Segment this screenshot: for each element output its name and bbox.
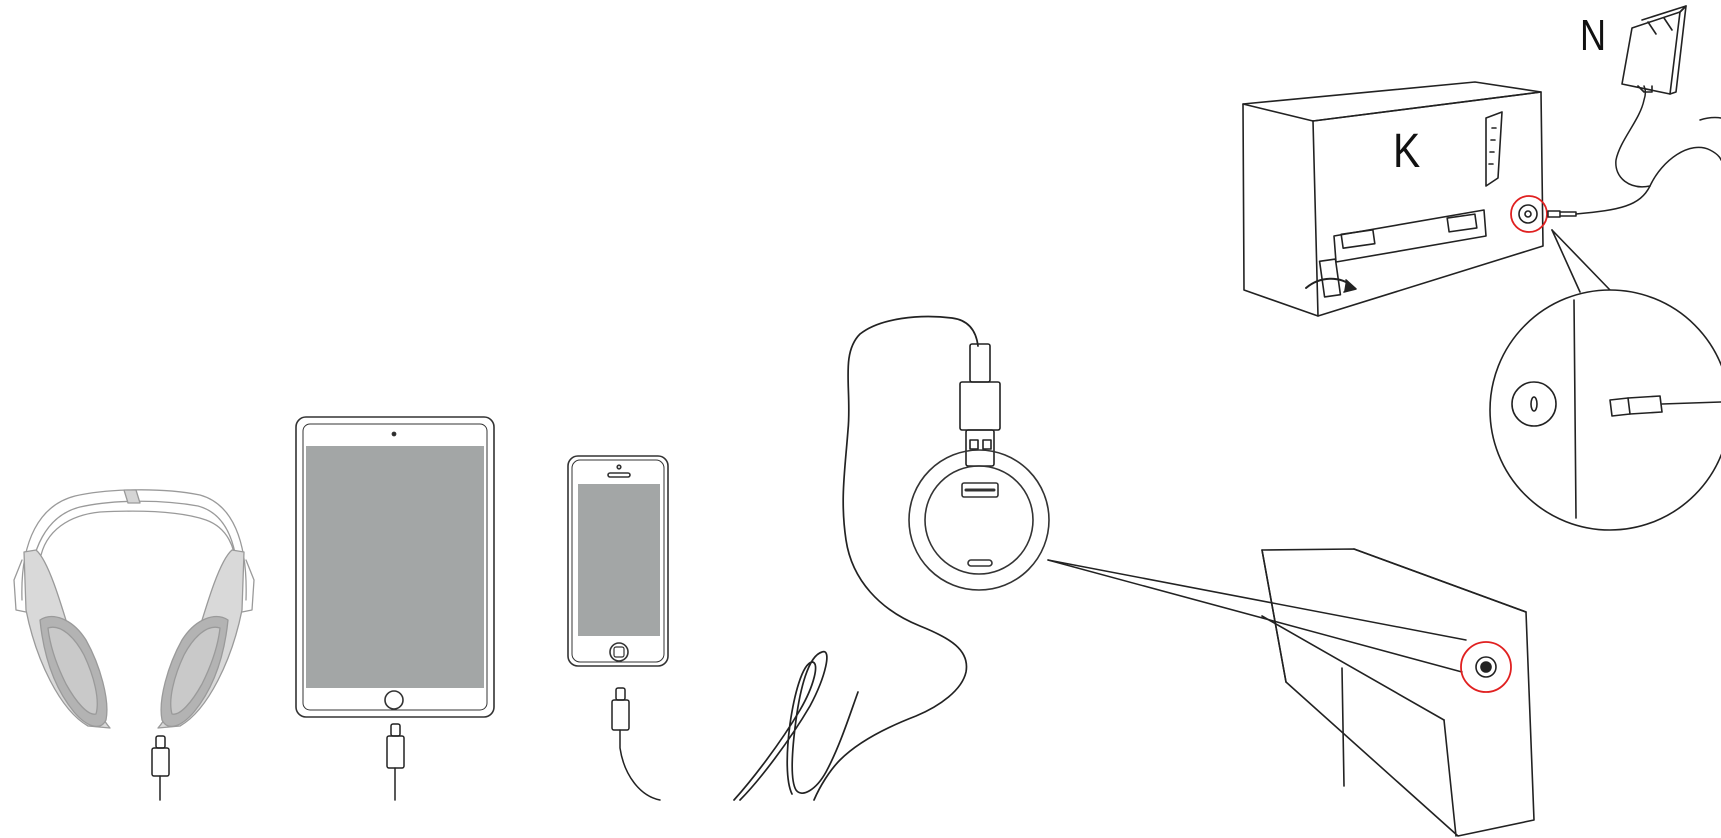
furniture-unit-label: K [1393, 125, 1421, 178]
phone-lightning-cable [611, 687, 661, 801]
headphones-icon [13, 489, 255, 729]
usb-cable [733, 315, 979, 801]
tablet-lightning-connector [386, 723, 405, 801]
lower-cabinet-icon [1261, 548, 1535, 837]
tablet-icon [295, 416, 495, 718]
callout-lines-ring [1047, 559, 1467, 673]
lower-port-highlight [1460, 641, 1512, 693]
phone-icon [567, 455, 669, 667]
usb-plug-icon [959, 343, 1001, 467]
charging-ring-icon [908, 449, 1050, 591]
power-adapter-icon [1621, 5, 1687, 95]
headphones-lightning-connector [151, 735, 170, 801]
power-adapter-label: N [1580, 11, 1607, 60]
upper-cabinet-icon [1242, 81, 1544, 317]
dc-cable [1547, 85, 1721, 218]
dc-port-highlight [1510, 195, 1548, 233]
magnifier-callout [1489, 229, 1721, 531]
